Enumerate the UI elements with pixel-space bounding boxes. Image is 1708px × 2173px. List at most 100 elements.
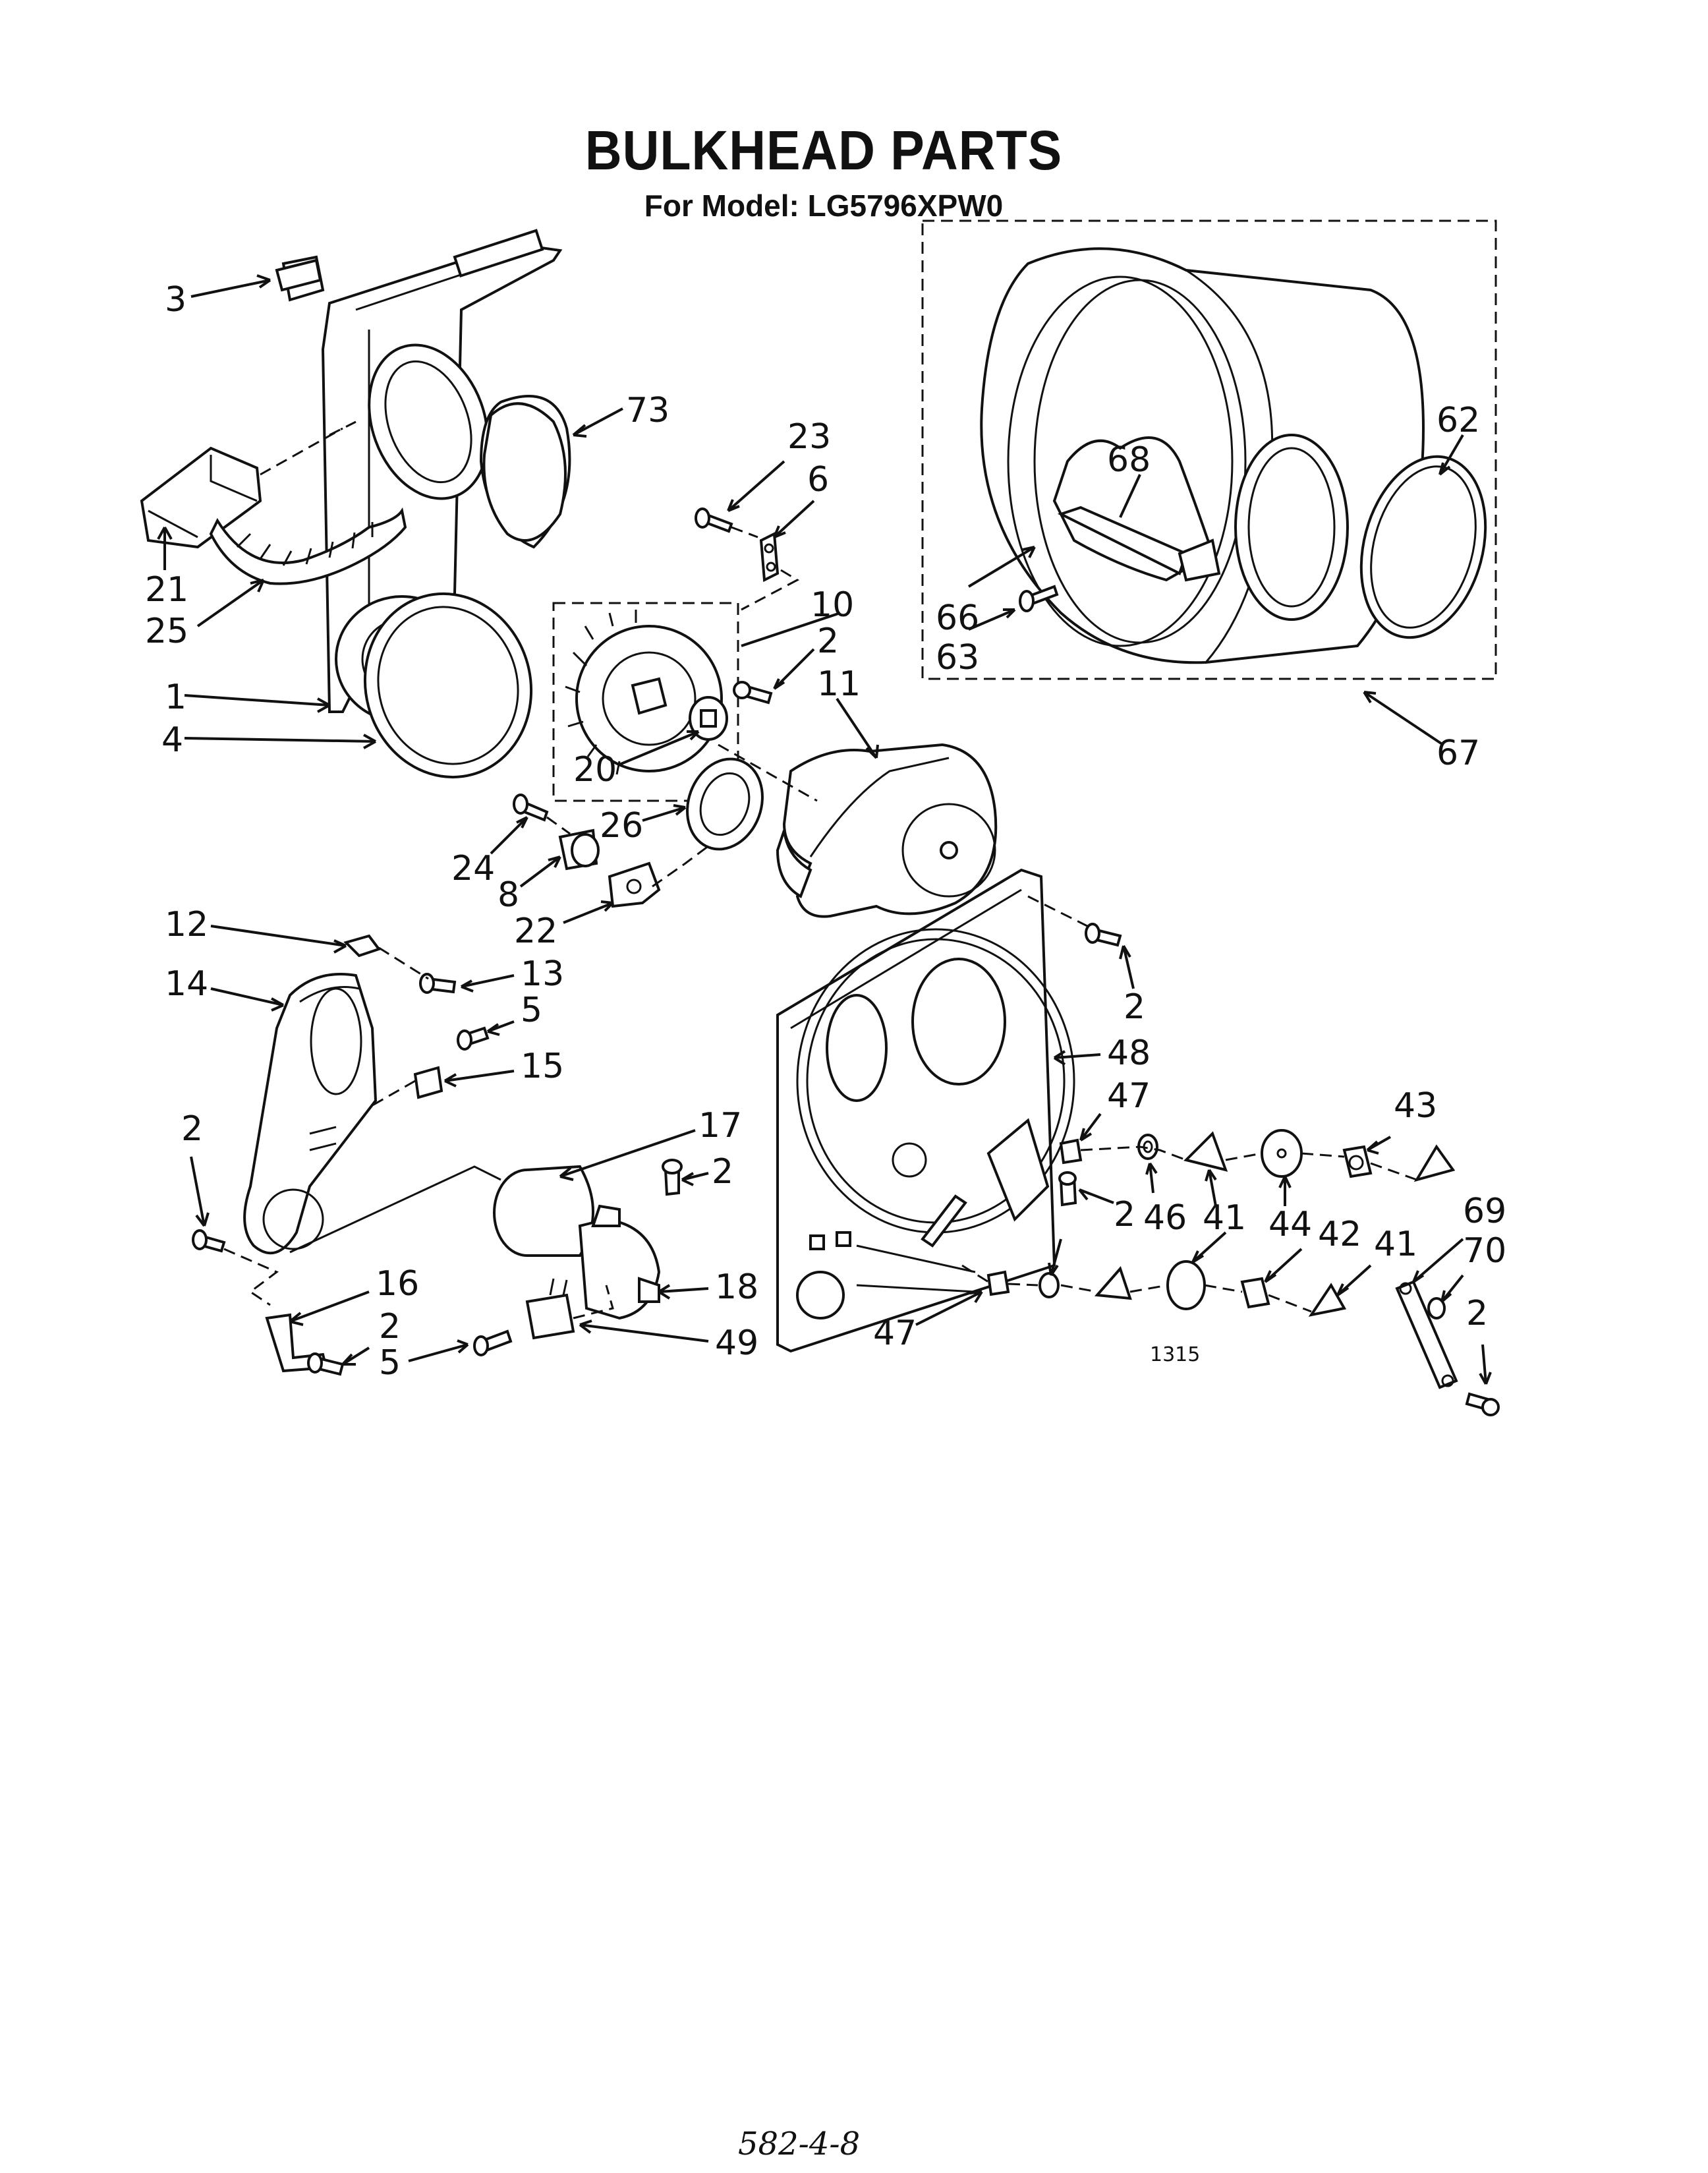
nut-47-lower: [986, 1270, 1010, 1296]
callout-1: 1: [165, 678, 186, 717]
front-seal-gasket: [363, 592, 533, 779]
top-clip-part: [275, 258, 322, 292]
drum-seal-ring: [1359, 455, 1487, 639]
callout-42: 42: [1318, 1215, 1361, 1254]
connector-housing: [140, 446, 262, 549]
screw-2-motor: [662, 1159, 683, 1196]
callout-17: 17: [698, 1106, 742, 1145]
screw-63: [1019, 585, 1059, 612]
idler-bracket-41-upper: [1183, 1131, 1228, 1172]
fan-group-box: [552, 602, 739, 802]
callout-25: 25: [145, 612, 188, 651]
corrugated-hose: [209, 507, 407, 585]
callout-67: 67: [1437, 734, 1480, 773]
callout-15: 15: [521, 1047, 564, 1086]
callout-12: 12: [165, 905, 208, 944]
diagram-number: 1315: [1150, 1343, 1200, 1366]
screw-13: [419, 973, 457, 994]
bearing-8: [558, 828, 600, 871]
blower-housing: [776, 743, 998, 918]
washer-46: [1137, 1134, 1158, 1160]
screw-2-arm: [1465, 1392, 1500, 1416]
idler-bracket-41-right: [1413, 1144, 1456, 1182]
callout-21: 21: [145, 570, 188, 610]
bracket-6: [759, 531, 780, 583]
callout-62: 62: [1437, 401, 1480, 440]
screw-5-upper: [457, 1026, 490, 1051]
callout-66: 66: [936, 598, 979, 638]
idler-shaft-43: [1342, 1145, 1373, 1178]
callout-41-right: 41: [1374, 1225, 1417, 1264]
callout-69: 69: [1463, 1192, 1506, 1231]
rear-bulkhead: [776, 868, 1075, 1353]
duct-opening-upper: [368, 343, 489, 500]
model-subtitle: For Model: LG5796XPW0: [644, 188, 1004, 223]
retainer-70: [1427, 1297, 1446, 1319]
callout-73: 73: [626, 391, 669, 430]
motor-clamp: [578, 1204, 661, 1320]
callout-13: 13: [521, 954, 564, 994]
drum-group-box: [921, 219, 1497, 680]
callout-2-arm: 2: [1466, 1294, 1488, 1333]
callout-22: 22: [514, 912, 557, 951]
fan-hub: [689, 696, 728, 741]
page-title: BULKHEAD PARTS: [584, 119, 1063, 181]
callout-41-upper: 41: [1203, 1198, 1246, 1238]
callout-49: 49: [715, 1323, 758, 1363]
callout-16: 16: [376, 1264, 419, 1304]
idler-pulley-lower: [1166, 1260, 1206, 1310]
idler-cover: [243, 973, 378, 1255]
callout-48: 48: [1107, 1033, 1151, 1073]
callout-5-upper: 5: [521, 991, 542, 1030]
callout-43: 43: [1394, 1086, 1437, 1126]
drum-baffle: [1057, 506, 1221, 582]
callout-8: 8: [498, 875, 519, 915]
clip-22: [608, 861, 661, 908]
clip-12: [343, 934, 382, 958]
nut-47-upper: [1059, 1138, 1083, 1165]
idler-shaft-42: [1240, 1277, 1270, 1309]
idler-bracket-lower-left: [1094, 1266, 1132, 1300]
callout-2-bracket: 2: [379, 1307, 401, 1347]
screw-2-bracket: [307, 1352, 345, 1376]
callout-47-upper: 47: [1107, 1076, 1151, 1116]
screw-2-idler: [1058, 1171, 1077, 1207]
screw-2-bulkhead: [1085, 923, 1122, 947]
callout-24: 24: [451, 849, 495, 888]
callout-6: 6: [807, 460, 829, 500]
spacer-15: [413, 1066, 443, 1099]
callout-70: 70: [1463, 1231, 1506, 1271]
handwritten-page-note: 582-4-8: [738, 2126, 861, 2162]
callout-10: 10: [811, 585, 854, 625]
callout-68: 68: [1107, 440, 1151, 480]
callout-3: 3: [165, 280, 186, 320]
callout-23: 23: [787, 417, 831, 457]
callout-2-motor: 2: [712, 1152, 733, 1192]
callout-14: 14: [165, 964, 208, 1004]
blower-seal: [686, 757, 764, 851]
screw-5-lower: [473, 1329, 513, 1356]
callout-47-lower: 47: [873, 1314, 917, 1353]
drive-belt: [482, 402, 567, 542]
screw-fan: [733, 681, 773, 705]
washer-lower: [1039, 1272, 1060, 1298]
callout-2-bulkhead: 2: [1124, 987, 1145, 1027]
idler-bracket-41-lower: [1308, 1283, 1347, 1317]
callout-18: 18: [715, 1267, 758, 1307]
callout-2-left: 2: [181, 1109, 203, 1149]
switch-49: [525, 1278, 575, 1340]
callout-63: 63: [936, 638, 979, 678]
screw-23: [695, 507, 733, 533]
motor-pulley: [493, 1165, 594, 1257]
screw-24: [513, 794, 549, 822]
callout-5-lower: 5: [379, 1343, 401, 1383]
callout-44: 44: [1268, 1205, 1312, 1244]
callout-20: 20: [573, 750, 617, 790]
screw-2-left: [192, 1229, 226, 1253]
callout-2-fan: 2: [817, 622, 839, 661]
callout-11: 11: [817, 664, 861, 704]
idler-arm-69: [1395, 1280, 1458, 1389]
callout-46: 46: [1143, 1198, 1187, 1238]
